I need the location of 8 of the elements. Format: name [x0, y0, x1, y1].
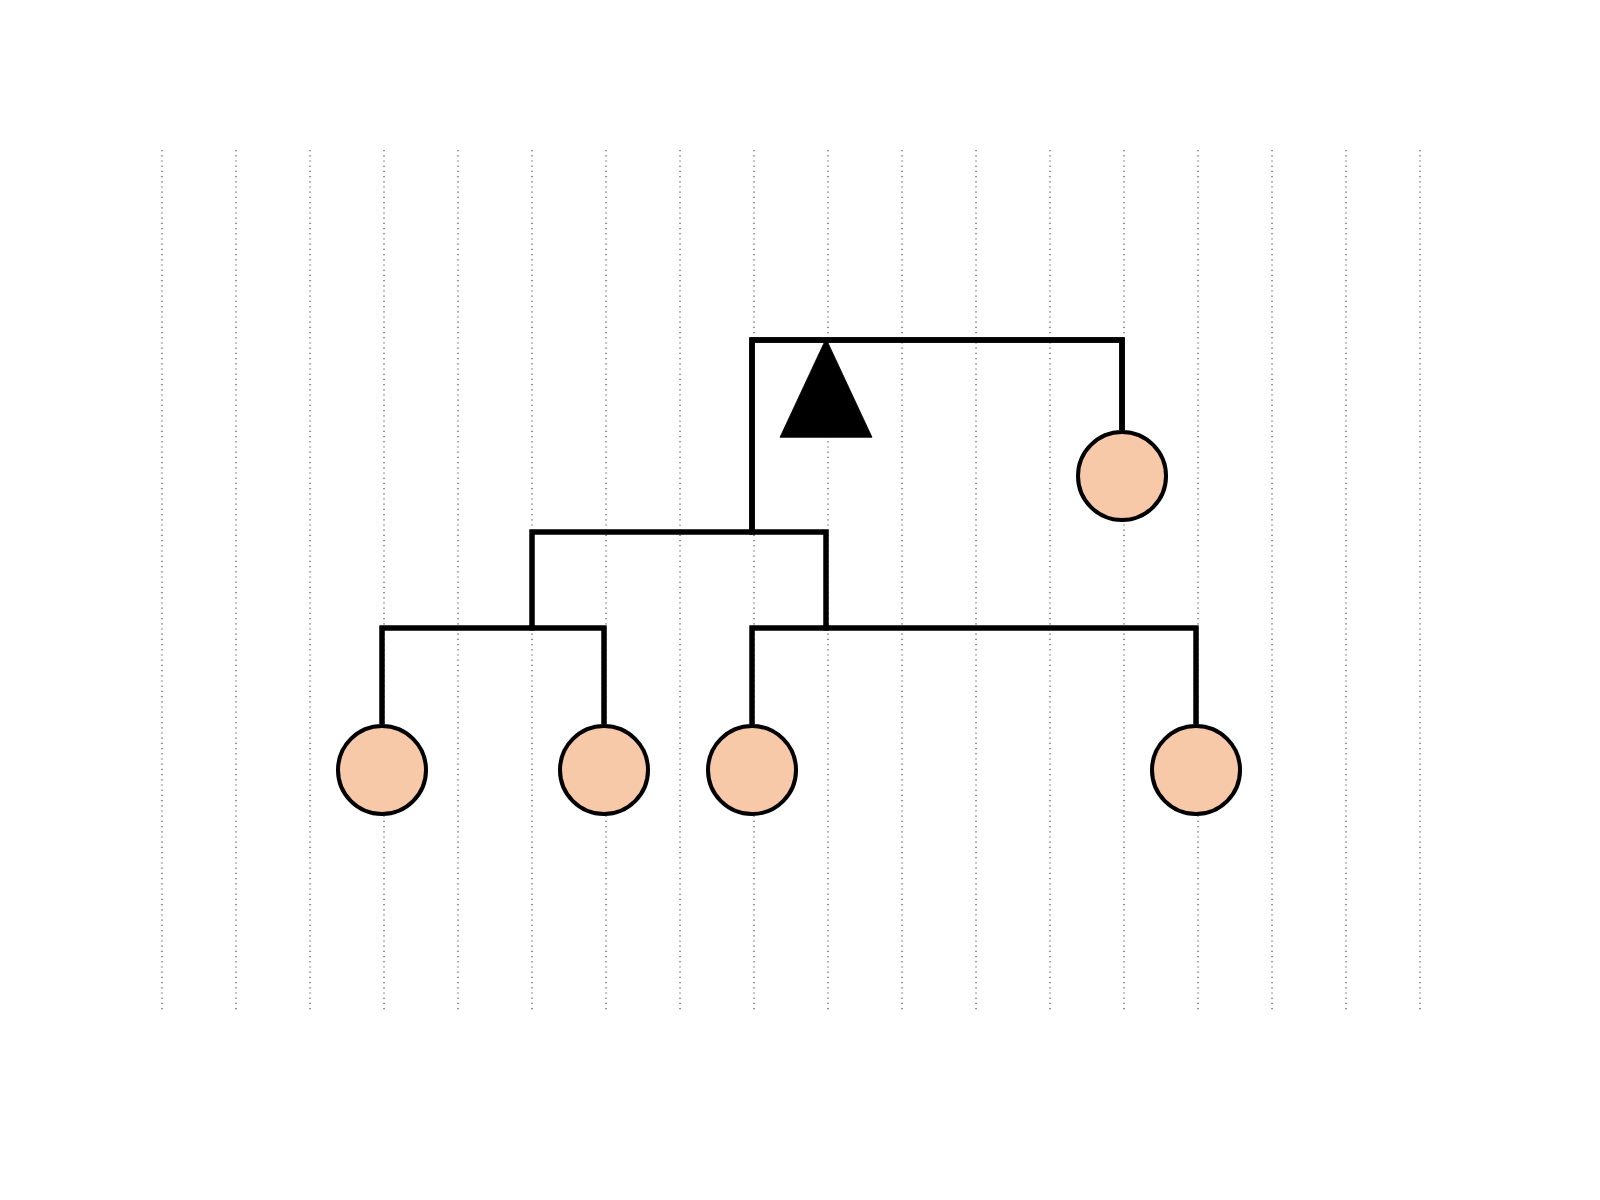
triangle-marker [779, 338, 873, 438]
circle-node [1076, 430, 1168, 522]
circle-node [1150, 724, 1242, 816]
tree-line [379, 625, 607, 724]
tree-line [749, 625, 1199, 724]
circle-node [336, 724, 428, 816]
circle-node [706, 724, 798, 816]
circle-node [558, 724, 650, 816]
